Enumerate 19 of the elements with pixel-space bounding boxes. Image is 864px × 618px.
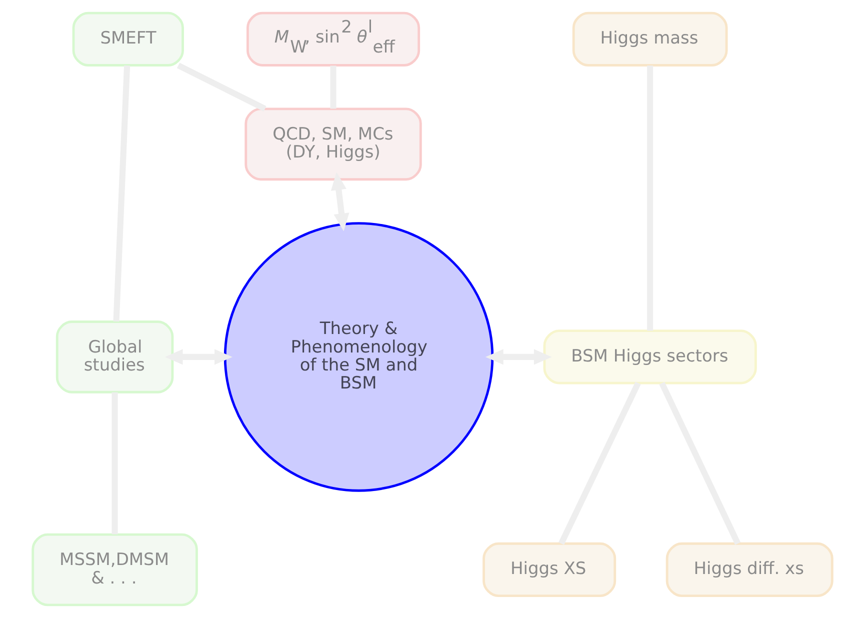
node-box: Higgs XS (482, 542, 616, 598)
node-box: BSM Higgs sectors (542, 330, 756, 384)
node-box: SMEFT (72, 12, 184, 66)
connector (112, 66, 130, 322)
node-box: MSSM,DMSM & . . . (31, 533, 198, 606)
connector (330, 66, 336, 109)
arrow (330, 172, 349, 232)
connector (111, 392, 118, 534)
arrow (164, 349, 232, 365)
connector (646, 66, 653, 331)
connector (558, 382, 640, 545)
arrow (484, 349, 552, 365)
connector (176, 62, 266, 112)
node-box: Higgs mass (572, 12, 728, 66)
node-circle: Theory & Phenomenology of the SM and BSM (223, 222, 494, 492)
node-box: Higgs diff. xs (665, 542, 833, 598)
node-box: Global studies (55, 320, 174, 394)
connector (658, 382, 740, 545)
node-box: QCD, SM, MCs (DY, Higgs) (244, 108, 422, 181)
